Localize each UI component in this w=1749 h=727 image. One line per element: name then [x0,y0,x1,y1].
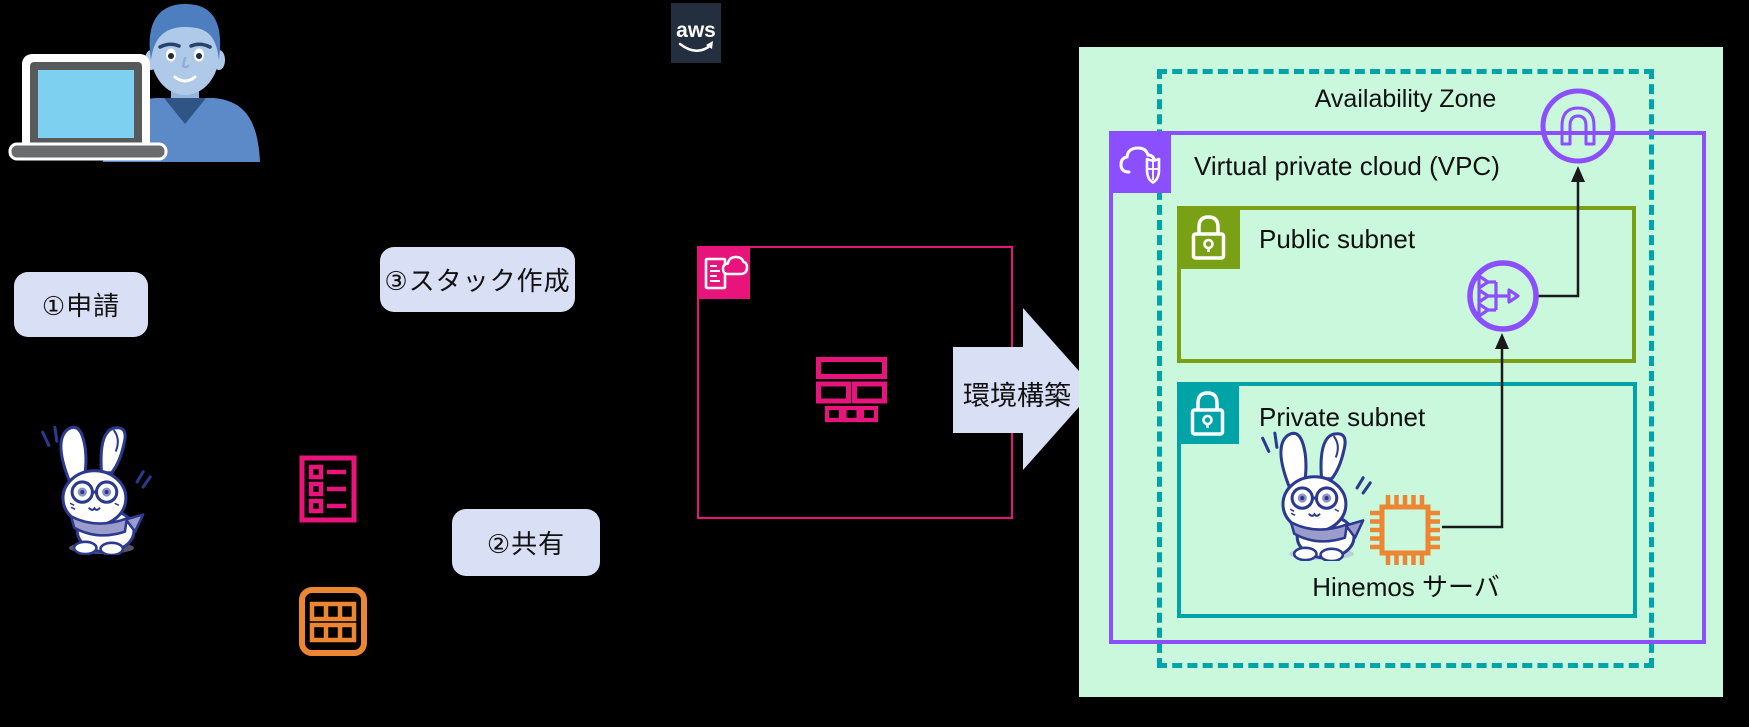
availability-zone-box [1157,69,1654,668]
public-subnet-label: Public subnet [1259,224,1416,254]
cloudformation-stack-icon [816,357,887,423]
internet-gateway-icon [1540,88,1616,164]
flow-arrow-label: 環境構築 [953,374,1081,413]
private-subnet-label: Private subnet [1259,402,1426,432]
cloud-region [1079,47,1723,697]
step2-label: ②共有 [452,509,600,576]
public-subnet-box [1177,206,1636,363]
step2-text: ②共有 [486,529,566,559]
availability-zone-label: Availability Zone [1314,85,1497,113]
aws-logo-text: aws [676,19,716,42]
ec2-instance-icon [1370,495,1440,565]
step3-label: ③スタック作成 [380,247,575,312]
hinemos-mascot-icon [41,425,152,555]
private-subnet-lock-icon [1177,382,1239,444]
hinemos-mascot-icon [1261,431,1372,561]
hinemos-server-label: Hinemos サーバ [1312,572,1500,602]
elastic-load-balancer-icon [1467,260,1539,332]
step1-label: ①申請 [14,272,148,337]
vpc-box [1109,131,1706,644]
flow-arrow [953,308,1095,470]
flow-arrow-text: 環境構築 [963,381,1071,411]
aws-logo-icon: aws [671,3,721,63]
step3-text: ③スタック作成 [384,266,571,296]
vpc-label: Virtual private cloud (VPC) [1194,151,1500,181]
vpc-icon [1109,131,1171,193]
user-with-laptop-icon [8,4,260,162]
parameter-list-icon [299,455,357,523]
cloudformation-template-icon [697,246,750,299]
step1-text: ①申請 [41,291,121,321]
private-subnet-box [1177,382,1637,618]
table-icon [299,587,367,656]
public-subnet-lock-icon [1177,206,1240,269]
